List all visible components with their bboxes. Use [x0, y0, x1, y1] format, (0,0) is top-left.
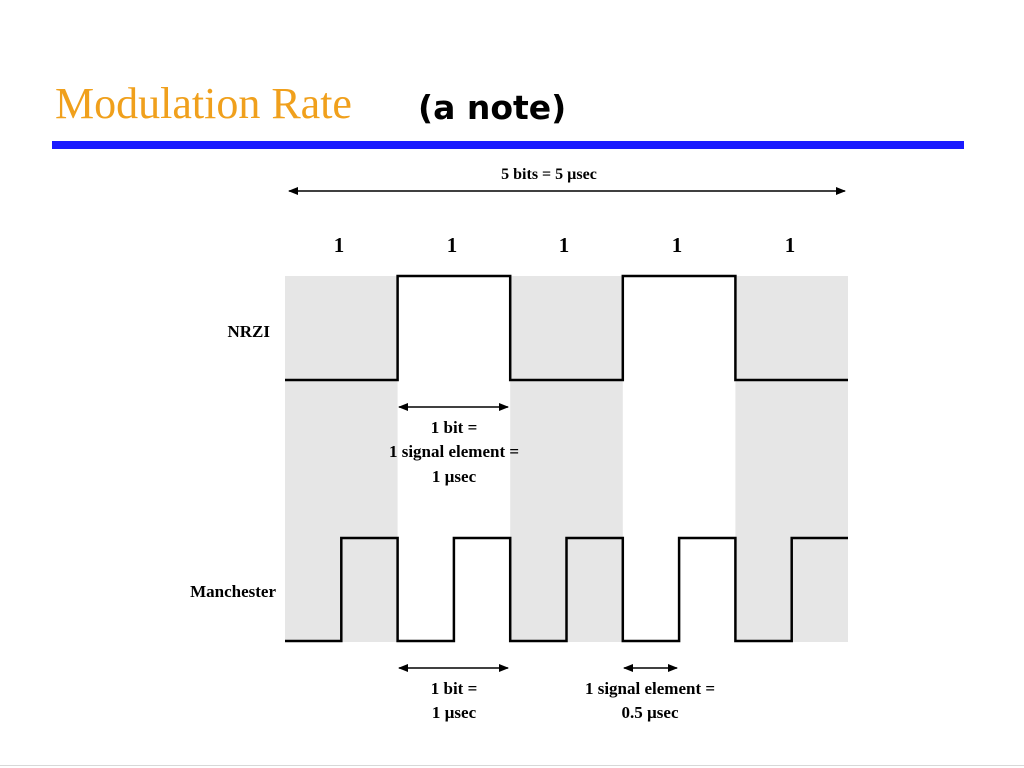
bit-label: 1: [334, 233, 345, 257]
manchester-bit-note-line: 1 bit =: [431, 679, 478, 698]
manchester-bit-note-line: 1 µsec: [432, 703, 477, 722]
manchester-waveform: [285, 536, 848, 643]
title-rule: [52, 141, 964, 149]
nrzi-waveform: [285, 274, 848, 382]
manchester-label: Manchester: [190, 582, 276, 601]
bit-label: 1: [447, 233, 458, 257]
slide-title: Modulation Rate: [55, 79, 352, 128]
footer-divider: [0, 765, 1024, 766]
bit-label: 1: [785, 233, 796, 257]
span-label: 5 bits = 5 µsec: [501, 166, 597, 183]
nrzi-note-line: 1 signal element =: [389, 442, 519, 461]
nrzi-label: NRZI: [227, 322, 270, 341]
nrzi-note-line: 1 bit =: [431, 418, 478, 437]
bit-label: 1: [672, 233, 683, 257]
slide-subtitle: (a note): [418, 88, 567, 127]
nrzi-note-line: 1 µsec: [432, 467, 477, 486]
manchester-element-note-line: 0.5 µsec: [621, 703, 678, 722]
manchester-element-note-line: 1 signal element =: [585, 679, 715, 698]
bit-label: 1: [559, 233, 570, 257]
